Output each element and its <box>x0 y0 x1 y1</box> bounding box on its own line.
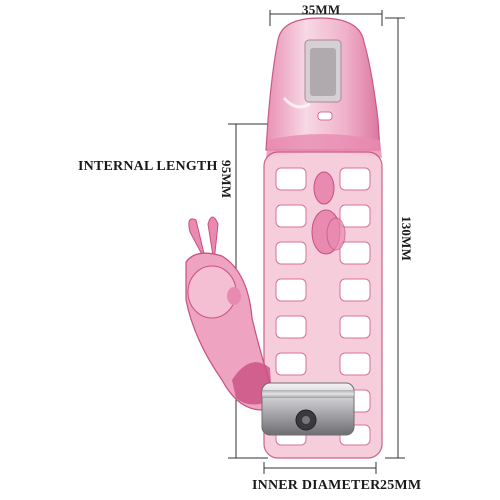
shaft-nubs <box>311 171 346 255</box>
bullet-vibrator <box>261 382 355 436</box>
top-width-label: 35MM <box>302 2 341 17</box>
inner-diameter-label: INNER DIAMETER <box>252 478 381 493</box>
internal-length-label: INTERNAL LENGTH <box>78 159 218 174</box>
rabbit-stimulator <box>185 216 273 411</box>
sleeve-head <box>265 17 382 158</box>
total-length-label: 130MM <box>399 216 414 262</box>
inner-diameter-value: 25MM <box>380 478 422 493</box>
internal-length-value: 95MM <box>219 160 234 199</box>
dimension-lines <box>228 10 405 474</box>
